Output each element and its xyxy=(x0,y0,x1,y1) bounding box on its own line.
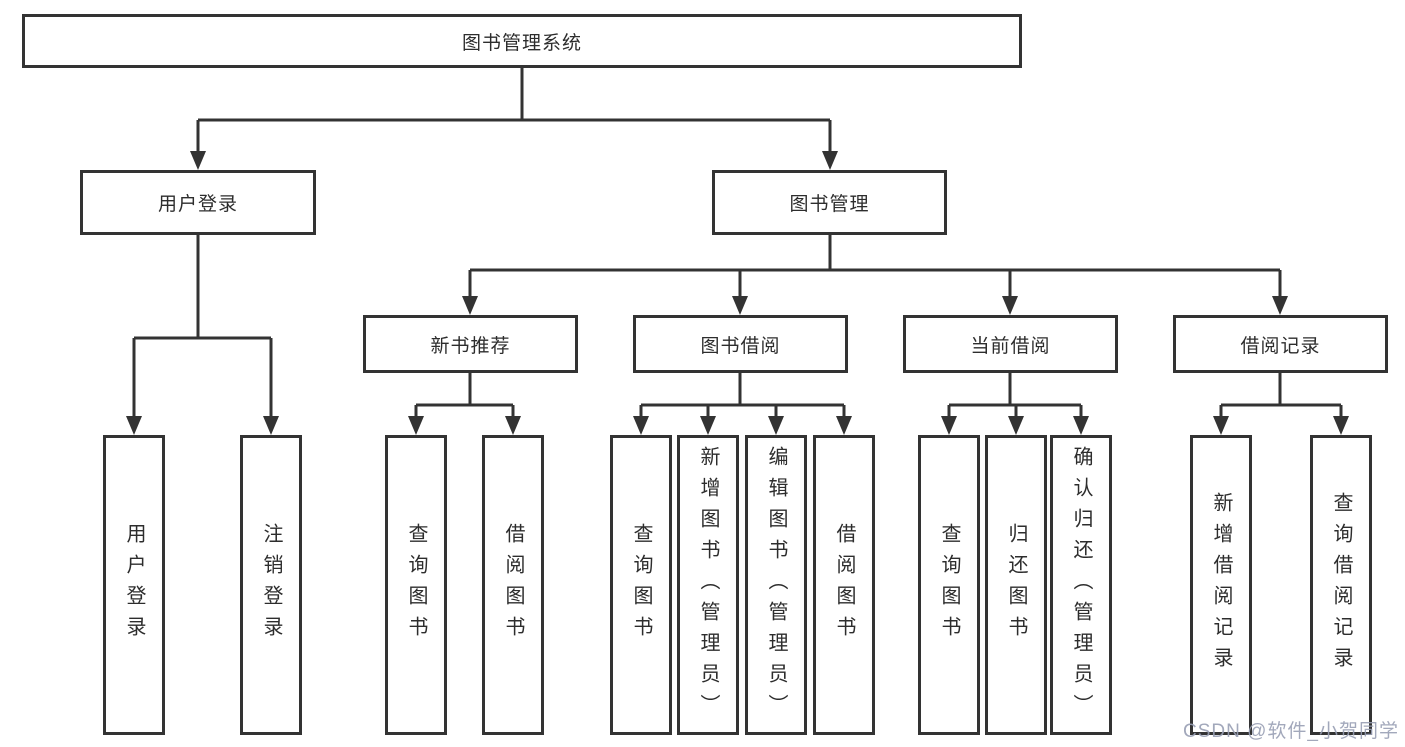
leaf-query-borrow-record-label: 查询借阅记录 xyxy=(1330,492,1352,678)
leaf-query-books-current: 查询图书 xyxy=(918,435,980,735)
leaf-return-books-label: 归还图书 xyxy=(1005,523,1027,647)
csdn-watermark: CSDN @软件_小贺同学 xyxy=(1183,721,1399,742)
node-user-login: 用户登录 xyxy=(80,170,316,235)
leaf-borrow-books-recommend-label: 借阅图书 xyxy=(502,523,524,647)
node-book-management: 图书管理 xyxy=(712,170,947,235)
leaf-edit-books-admin-label: 编辑图书（管理员） xyxy=(765,445,787,725)
leaf-user-login-label: 用户登录 xyxy=(123,523,145,647)
leaf-edit-books-admin: 编辑图书（管理员） xyxy=(745,435,807,735)
node-root-system-label: 图书管理系统 xyxy=(461,32,582,54)
leaf-confirm-return-admin-label: 确认归还（管理员） xyxy=(1070,445,1092,725)
node-current-borrow: 当前借阅 xyxy=(903,315,1118,373)
arrowheads xyxy=(126,151,1349,435)
leaf-return-books: 归还图书 xyxy=(985,435,1047,735)
leaf-query-books-borrow-label: 查询图书 xyxy=(630,523,652,647)
node-borrow-records-label: 借阅记录 xyxy=(1240,335,1321,357)
leaf-confirm-return-admin: 确认归还（管理员） xyxy=(1050,435,1112,735)
leaf-query-books-borrow: 查询图书 xyxy=(610,435,672,735)
leaf-borrow-books-recommend: 借阅图书 xyxy=(482,435,544,735)
leaf-query-books-recommend: 查询图书 xyxy=(385,435,447,735)
node-book-management-label: 图书管理 xyxy=(789,194,870,215)
node-borrow-records: 借阅记录 xyxy=(1173,315,1388,373)
leaf-add-books-admin-label: 新增图书（管理员） xyxy=(697,445,719,725)
leaf-add-borrow-record-label: 新增借阅记录 xyxy=(1210,492,1232,678)
node-current-borrow-label: 当前借阅 xyxy=(970,335,1051,357)
node-book-borrow: 图书借阅 xyxy=(633,315,848,373)
node-user-login-label: 用户登录 xyxy=(157,194,238,215)
leaf-logout: 注销登录 xyxy=(240,435,302,735)
leaf-query-books-current-label: 查询图书 xyxy=(938,523,960,647)
leaf-add-books-admin: 新增图书（管理员） xyxy=(677,435,739,735)
node-new-book-recommend-label: 新书推荐 xyxy=(430,335,511,357)
leaf-query-books-recommend-label: 查询图书 xyxy=(405,523,427,647)
leaf-add-borrow-record: 新增借阅记录 xyxy=(1190,435,1252,735)
leaf-user-login: 用户登录 xyxy=(103,435,165,735)
node-root-system: 图书管理系统 xyxy=(22,14,1022,68)
leaf-query-borrow-record: 查询借阅记录 xyxy=(1310,435,1372,735)
leaf-borrow-books-borrow-label: 借阅图书 xyxy=(833,523,855,647)
node-book-borrow-label: 图书借阅 xyxy=(700,335,781,357)
leaf-borrow-books-borrow: 借阅图书 xyxy=(813,435,875,735)
node-new-book-recommend: 新书推荐 xyxy=(363,315,578,373)
leaf-logout-label: 注销登录 xyxy=(260,523,282,647)
